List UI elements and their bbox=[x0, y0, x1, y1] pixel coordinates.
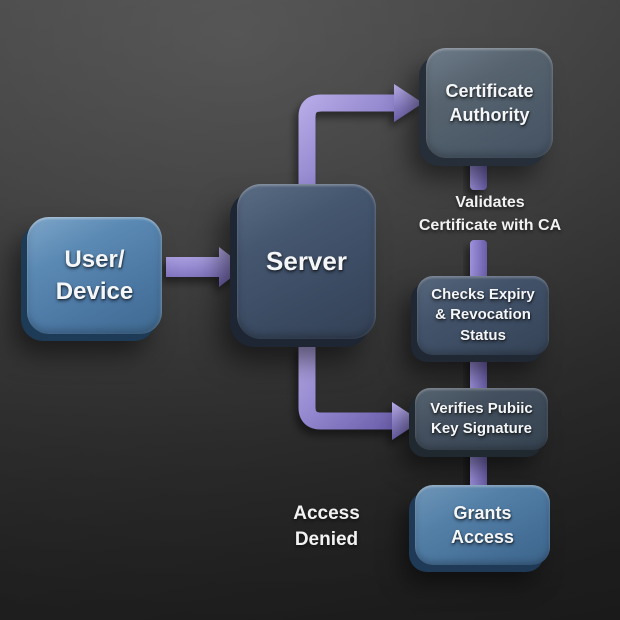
label-access-denied: Access Denied bbox=[293, 503, 360, 550]
node-verifies-signature: Verifies Pubiic Key Signature bbox=[415, 388, 548, 450]
node-checks-expiry: Checks Expiry & Revocation Status bbox=[417, 276, 549, 355]
node-grants-access-label: Grants Access bbox=[450, 502, 515, 547]
connector-validates-to-checks bbox=[470, 240, 487, 282]
node-verifies-signature-label: Verifies Pubiic Key Signature bbox=[430, 399, 533, 437]
node-checks-expiry-label: Checks Expiry & Revocation Status bbox=[431, 286, 535, 344]
arrow-server-to-verifies-signature bbox=[298, 345, 421, 440]
node-certificate-authority-label: Certificate Authority bbox=[445, 80, 534, 125]
node-server: Server bbox=[237, 184, 376, 339]
label-validates-certificate: Validates Certificate with CA bbox=[418, 194, 562, 235]
node-server-label: Server bbox=[266, 246, 347, 276]
connector-ca-to-validates bbox=[470, 152, 487, 190]
connector-checks-to-verifies bbox=[470, 350, 487, 394]
node-user-device-label: User/ Device bbox=[55, 246, 134, 305]
node-grants-access: Grants Access bbox=[415, 485, 550, 565]
node-certificate-authority: Certificate Authority bbox=[426, 48, 553, 158]
connector-verifies-to-grants bbox=[470, 444, 487, 490]
node-user-device: User/ Device bbox=[27, 217, 162, 334]
arrow-server-to-certificate-authority bbox=[298, 84, 423, 196]
arrow-user-to-server bbox=[166, 247, 245, 287]
